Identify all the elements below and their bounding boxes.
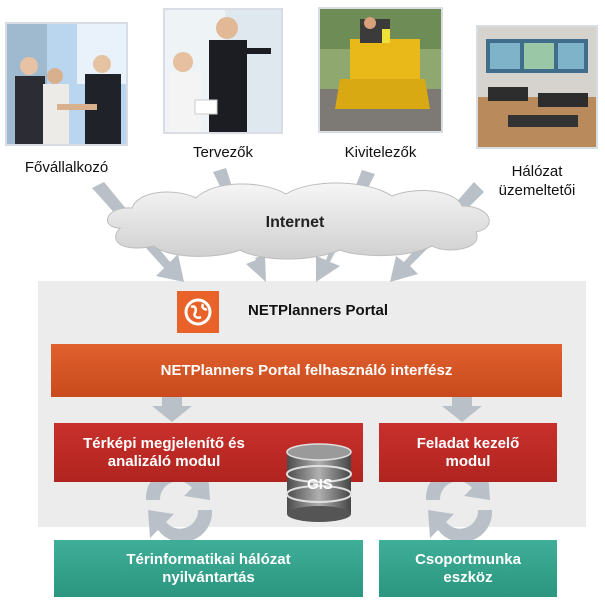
groupwork-line-2: eszköz xyxy=(415,569,521,587)
task-management-module: Feladat kezelő modul xyxy=(379,423,557,482)
task-module-line-2: modul xyxy=(417,453,520,471)
map-module-line-2: analizáló modul xyxy=(54,453,274,471)
user-interface-bar: NETPlanners Portal felhasználó interfész xyxy=(51,344,562,397)
arrow-interface-to-task-module xyxy=(442,396,482,422)
groupwork-tool-box: Csoportmunka eszköz xyxy=(379,540,557,597)
network-registry-line-2: nyilvántartás xyxy=(126,569,290,587)
internet-label: Internet xyxy=(240,214,350,232)
arrow-interface-to-map-module xyxy=(152,396,192,422)
map-module-line-1: Térképi megjelenítő és xyxy=(54,435,274,453)
globe-icon xyxy=(177,291,219,333)
gis-label: GIS xyxy=(285,476,355,493)
portal-title: NETPlanners Portal xyxy=(248,302,388,319)
network-registry-line-1: Térinformatikai hálózat xyxy=(126,551,290,569)
task-module-line-1: Feladat kezelő xyxy=(417,435,520,453)
portal-logo xyxy=(177,291,219,333)
network-registry-box: Térinformatikai hálózat nyilvántartás xyxy=(54,540,363,597)
groupwork-line-1: Csoportmunka xyxy=(415,551,521,569)
